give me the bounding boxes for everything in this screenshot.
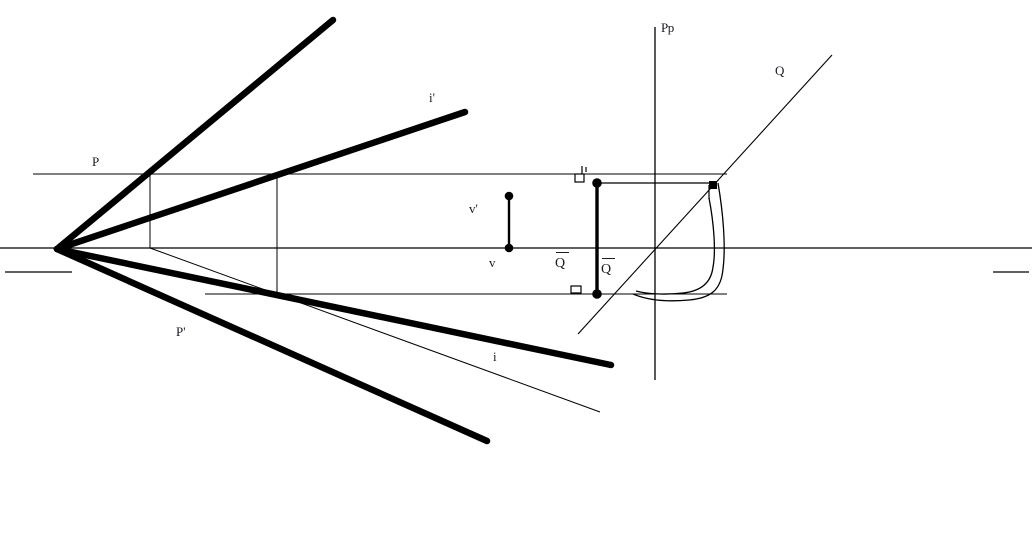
segment-label-Q-left-text: Q — [555, 256, 566, 271]
overbar-left — [556, 252, 569, 253]
dot-v — [504, 243, 514, 253]
overbar-right — [602, 258, 615, 259]
image-segment-group — [592, 178, 717, 299]
dot-Q-top — [592, 178, 602, 188]
ray-label-P-prime: P' — [176, 324, 186, 339]
point-label-v-prime: v' — [469, 201, 478, 216]
thick-rays-group — [53, 16, 615, 445]
ray-P-prime-lower — [53, 245, 491, 445]
segment-label-Q-right-text: Q — [601, 262, 612, 277]
freehand-curves-group — [632, 182, 725, 302]
point-label-v: v — [489, 255, 496, 270]
square-markers-group — [570, 166, 587, 294]
square-marker-bottom — [570, 285, 582, 294]
ray-label-Q-diagonal: Q — [775, 63, 785, 78]
ray-label-i-prime: i' — [429, 90, 435, 105]
dot-Q-bottom — [592, 289, 602, 299]
axes-group — [0, 27, 1032, 380]
dot-image-point — [709, 181, 717, 189]
segment-label-Q-right: Q — [601, 258, 615, 277]
principal-plane-label: Pp — [661, 20, 674, 35]
ray-label-P: P — [92, 154, 100, 169]
construction-lines-group — [5, 173, 1029, 295]
segment-label-Q-left: Q — [555, 252, 569, 271]
ray-i-prime-upper — [53, 108, 469, 253]
inner-rounded-corner-curve — [635, 197, 716, 295]
square-marker-top — [574, 173, 585, 183]
thin-rays-group — [149, 54, 833, 413]
outer-rounded-corner-curve — [632, 182, 725, 302]
dot-v-prime — [504, 191, 514, 201]
ray-P-upper — [53, 16, 337, 253]
ray-i-lower — [53, 245, 615, 369]
object-segment-group — [504, 191, 514, 253]
q-diagonal-ray — [577, 54, 833, 335]
ray-label-i: i — [493, 349, 497, 364]
chief-ray-thin-line — [149, 247, 601, 413]
